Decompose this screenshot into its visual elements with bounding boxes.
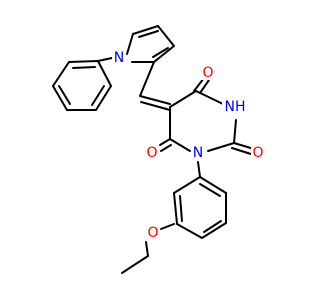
- bond: [201, 222, 227, 239]
- bond: [203, 220, 222, 233]
- bond: [199, 176, 227, 194]
- bond: [160, 223, 175, 230]
- phenyl-ring-bottom: [173, 176, 227, 239]
- pyrrole-ring: [126, 25, 175, 63]
- bond: [169, 138, 191, 152]
- bond: [139, 61, 155, 97]
- atom-label-nh: NH: [222, 98, 248, 115]
- bond: [176, 223, 203, 239]
- molecule-structure: N O NH O O N O: [52, 25, 265, 274]
- bond: [199, 183, 221, 197]
- bond: [97, 60, 112, 87]
- bond: [145, 241, 149, 257]
- bond: [152, 47, 169, 58]
- bond: [72, 66, 96, 69]
- atom-text: N: [114, 50, 124, 66]
- phenyl-ring-top: [52, 60, 112, 111]
- bond: [97, 57, 113, 62]
- bond: [58, 85, 71, 105]
- bond: [173, 192, 178, 225]
- bond: [199, 79, 210, 94]
- atom-label-o-ether: O: [146, 224, 160, 241]
- bond: [231, 147, 255, 156]
- bond: [157, 25, 175, 47]
- bond: [193, 77, 205, 92]
- atom-label-o-c4: O: [201, 64, 215, 81]
- bond: [126, 33, 134, 55]
- bond: [233, 119, 237, 144]
- bond: [68, 60, 99, 63]
- bond: [159, 138, 171, 146]
- bond: [138, 30, 159, 38]
- bond: [139, 95, 171, 105]
- bond: [140, 101, 171, 111]
- atom-text: O: [202, 65, 213, 81]
- atom-label-o-c2: O: [251, 144, 265, 161]
- bond: [121, 255, 149, 274]
- bond: [160, 144, 172, 152]
- bond: [207, 142, 235, 152]
- bond: [169, 90, 197, 108]
- bond: [173, 176, 201, 194]
- bond: [179, 195, 183, 222]
- pyrimidine-ring: [169, 90, 237, 152]
- atom-text: N: [193, 145, 203, 161]
- atom-label-n-pyrrole: N: [112, 49, 126, 66]
- bond: [52, 61, 70, 87]
- bond: [233, 142, 255, 150]
- bond: [52, 85, 68, 111]
- atom-text: O: [252, 145, 263, 161]
- bond: [91, 85, 105, 106]
- bond: [197, 161, 201, 178]
- atom-text: O: [146, 145, 157, 161]
- atom-label-o-c6: O: [145, 144, 159, 161]
- atom-text: O: [147, 225, 158, 241]
- bond: [153, 45, 175, 63]
- atom-text: NH: [225, 99, 246, 115]
- bond: [132, 25, 159, 35]
- atom-label-n1: N: [191, 144, 205, 161]
- molecule-diagram: N O NH O O N O: [52, 25, 265, 274]
- bond: [95, 85, 112, 111]
